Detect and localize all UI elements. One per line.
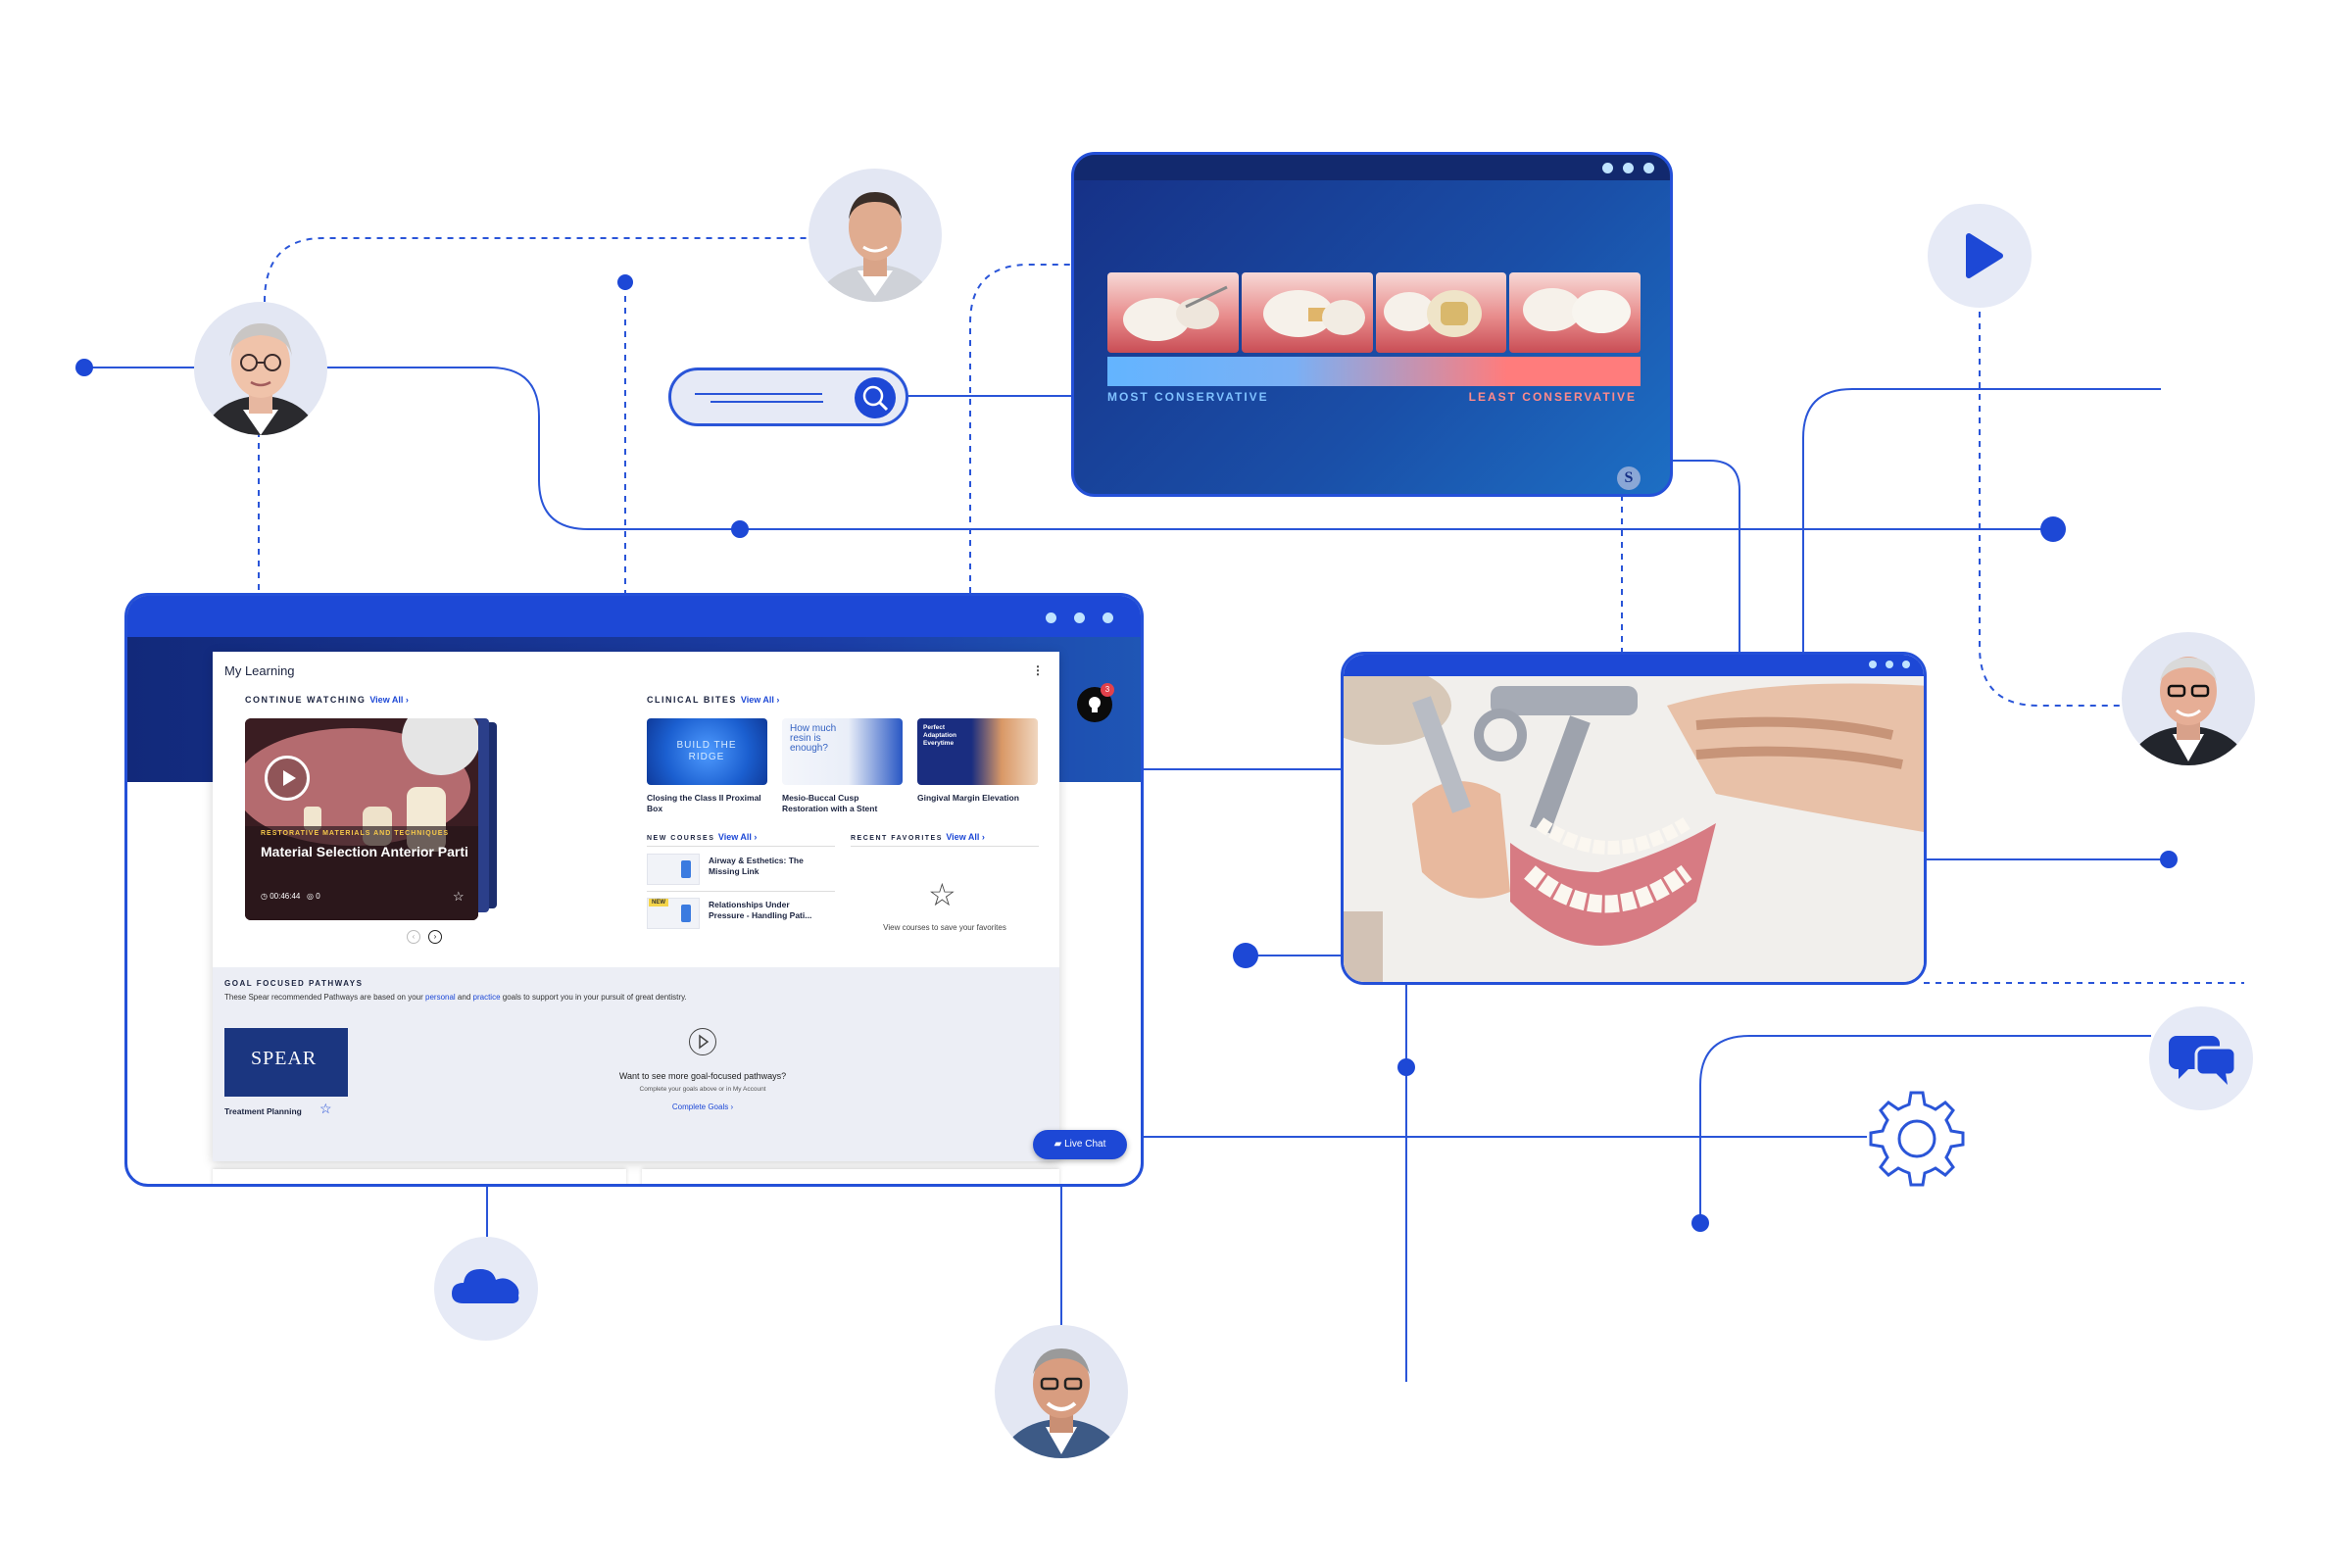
card-menu-button[interactable]: ⋮ — [1032, 663, 1044, 677]
clinical-bite-thumb-text-2: How much resin is enough? — [790, 723, 837, 754]
clinical-bite-thumb-text-1: BUILD THE RIDGE — [676, 740, 737, 762]
video-title: Material Selection Anterior Partial Cove… — [261, 844, 468, 859]
avatar-man-2 — [2122, 632, 2255, 765]
complete-goals-link[interactable]: Complete Goals › — [671, 1102, 734, 1111]
lower-card-left — [213, 1169, 626, 1184]
main-window: 3 My Learning ⋮ CONTINUE WATCHING View A… — [124, 593, 1144, 1187]
my-learning-card: My Learning ⋮ CONTINUE WATCHING View All… — [213, 652, 1059, 1161]
carousel-next-button[interactable]: › — [428, 930, 442, 944]
new-courses-divider — [647, 846, 835, 847]
cloud-icon — [434, 1237, 538, 1341]
recent-favorites-view-all[interactable]: View All › — [946, 832, 985, 842]
window-titlebar — [1074, 155, 1670, 180]
spear-logo-badge: S — [1617, 466, 1641, 490]
pathways-section: GOAL FOCUSED PATHWAYS These Spear recomm… — [213, 967, 1059, 1161]
tooth-image-3 — [1375, 272, 1507, 353]
ce-icon: ◎ — [307, 892, 315, 901]
lightbulb-button[interactable]: 3 — [1077, 683, 1114, 722]
pathway-card-treatment-planning[interactable]: SPEAR — [224, 1028, 348, 1097]
tooth-image-4 — [1509, 272, 1641, 353]
clock-icon: ◷ — [261, 892, 268, 901]
window-titlebar — [127, 596, 1141, 637]
list-item[interactable]: NEW Relationships Under Pressure - Handl… — [647, 898, 835, 931]
search-bar[interactable] — [668, 368, 908, 426]
new-courses-divider — [647, 891, 835, 892]
window-dots — [1869, 661, 1910, 668]
new-badge: NEW — [649, 899, 668, 906]
play-icon — [1928, 204, 2032, 308]
pathway-star-icon[interactable]: ☆ — [319, 1101, 332, 1116]
practice-link[interactable]: practice — [472, 993, 501, 1002]
pathways-play-icon — [689, 1028, 716, 1055]
clinical-bites-header: CLINICAL BITES View All › — [647, 695, 780, 705]
clinical-bite-thumb-1[interactable]: BUILD THE RIDGE — [647, 718, 767, 785]
live-chat-label: Live Chat — [1064, 1139, 1106, 1150]
new-courses-view-all[interactable]: View All › — [717, 832, 758, 842]
play-icon — [283, 770, 296, 786]
least-conservative-label: LEAST CONSERVATIVE — [1468, 390, 1637, 404]
clinical-bite-label-1[interactable]: Closing the Class II Proximal Box — [647, 793, 761, 813]
lower-card-right — [642, 1169, 1059, 1184]
pathway-card-label: Treatment Planning — [224, 1106, 302, 1116]
course-title: Relationships Under Pressure - Handling … — [709, 900, 812, 920]
favorites-star-icon: ☆ — [928, 877, 956, 912]
notification-badge: 3 — [1101, 683, 1114, 697]
articulator-image — [1344, 676, 1924, 982]
search-placeholder-line-2 — [710, 401, 823, 403]
clinical-bite-thumb-3[interactable]: Perfect Adaptation Everytime — [917, 718, 1038, 785]
spear-logo: SPEAR — [251, 1048, 318, 1069]
conservative-window: MOST CONSERVATIVE LEAST CONSERVATIVE S — [1071, 152, 1673, 497]
clinical-bite-label-3[interactable]: Gingival Margin Elevation — [917, 793, 1019, 803]
clinical-bite-thumb-2[interactable]: How much resin is enough? — [782, 718, 903, 785]
continue-watching-view-all[interactable]: View All › — [369, 695, 409, 705]
continue-watching-thumbnail — [245, 718, 478, 920]
video-frame[interactable] — [1344, 676, 1924, 982]
chat-bubbles-icon — [2149, 1006, 2253, 1110]
carousel-prev-button[interactable]: ‹ — [407, 930, 420, 944]
list-item[interactable]: Airway & Esthetics: The Missing Link — [647, 854, 835, 887]
search-icon — [862, 385, 889, 412]
avatar-man-3 — [995, 1325, 1128, 1458]
clinical-bite-thumb-text-3: Perfect Adaptation Everytime — [923, 724, 956, 747]
pathways-cta-subtitle: Complete your goals above or in My Accou… — [639, 1086, 766, 1093]
play-button[interactable] — [265, 756, 310, 801]
clinical-bites-view-all[interactable]: View All › — [740, 695, 780, 705]
continue-watching-header: CONTINUE WATCHING View All › — [245, 695, 409, 705]
most-conservative-label: MOST CONSERVATIVE — [1107, 390, 1269, 404]
gear-icon — [1869, 1091, 1965, 1187]
avatar-man-1 — [808, 169, 942, 302]
chat-icon: ▰ — [1054, 1139, 1062, 1150]
video-window — [1341, 652, 1927, 985]
video-category: RESTORATIVE MATERIALS AND TECHNIQUES — [261, 830, 450, 837]
personal-link[interactable]: personal — [425, 993, 456, 1002]
avatar-woman-glasses — [194, 302, 327, 435]
video-duration: ◷ 00:46:44 ◎ 0 — [261, 892, 320, 901]
live-chat-button[interactable]: ▰ Live Chat — [1033, 1130, 1127, 1159]
recent-favorites-divider — [851, 846, 1039, 847]
window-dots — [1602, 163, 1654, 173]
window-titlebar — [1344, 655, 1924, 676]
recent-favorites-header: RECENT FAVORITES View All › — [851, 832, 985, 842]
course-title: Airway & Esthetics: The Missing Link — [709, 856, 804, 876]
pathways-description: These Spear recommended Pathways are bas… — [224, 993, 687, 1002]
window-dots — [1046, 612, 1113, 623]
course-thumbnail — [647, 854, 700, 885]
tooth-image-2 — [1241, 272, 1373, 353]
search-button[interactable] — [855, 377, 896, 418]
pathways-header: GOAL FOCUSED PATHWAYS — [224, 979, 364, 988]
new-courses-header: NEW COURSES View All › — [647, 832, 758, 842]
tooth-image-1 — [1107, 272, 1239, 353]
page-title: My Learning — [224, 663, 295, 678]
tooth-sequence — [1107, 272, 1641, 353]
continue-watching-card[interactable]: RESTORATIVE MATERIALS AND TECHNIQUES Mat… — [245, 718, 478, 920]
favorite-star-icon[interactable]: ☆ — [453, 889, 465, 904]
conservative-gradient-bar — [1107, 357, 1641, 386]
favorites-empty-text: View courses to save your favorites — [883, 923, 1006, 932]
search-placeholder-line — [695, 393, 822, 395]
pathways-cta-title: Want to see more goal-focused pathways? — [618, 1071, 787, 1081]
lightbulb-icon — [1089, 697, 1101, 712]
clinical-bite-label-2[interactable]: Mesio-Buccal Cusp Restoration with a Ste… — [782, 793, 878, 813]
